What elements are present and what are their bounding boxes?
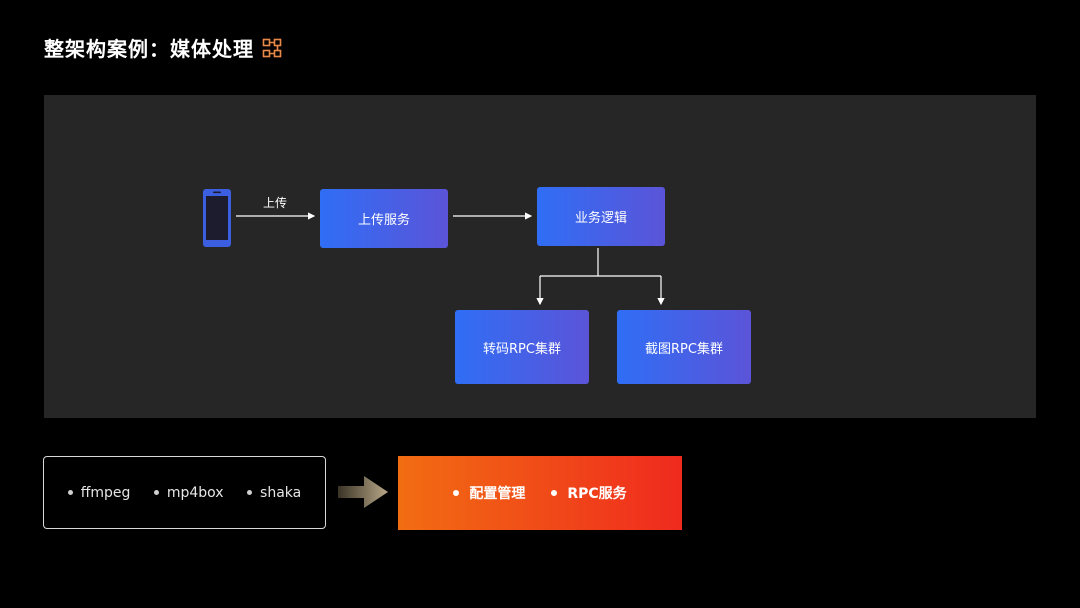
diagram-connectors: [236, 212, 665, 306]
bullet-icon: [153, 490, 159, 495]
tool-label: shaka: [260, 484, 302, 501]
page-title: 整架构案例：媒体处理: [44, 33, 282, 62]
feature-item: 配置管理: [453, 483, 525, 503]
diagram-panel: 上传 上传服务 业务逻辑 转码RPC集群 截图RPC集群: [44, 95, 1036, 418]
feature-label: 配置管理: [469, 486, 526, 502]
bullet-icon: [67, 490, 73, 495]
upload-service-node: 上传服务: [320, 189, 448, 248]
flow-icon: [262, 38, 282, 58]
bullet-icon: [551, 490, 558, 496]
bullet-icon: [247, 490, 253, 495]
tool-item: shaka: [247, 485, 301, 501]
page-title-text: 整架构案例：媒体处理: [44, 37, 254, 61]
tool-item: ffmpeg: [67, 484, 131, 501]
transcode-cluster-node: 转码RPC集群: [455, 310, 589, 384]
right-arrow-icon: [338, 476, 390, 512]
business-logic-node: 业务逻辑: [537, 187, 665, 246]
feature-label: RPC服务: [567, 486, 627, 502]
bullet-icon: [453, 490, 460, 496]
tool-label: ffmpeg: [80, 484, 131, 501]
features-box: 配置管理 RPC服务: [398, 456, 682, 530]
tool-item: mp4box: [153, 484, 224, 501]
phone-icon: [202, 188, 232, 252]
tool-label: mp4box: [166, 484, 224, 501]
upload-label: 上传: [263, 196, 288, 210]
screenshot-cluster-node: 截图RPC集群: [617, 310, 751, 384]
tools-box: ffmpeg mp4box shaka: [43, 456, 326, 529]
feature-item: RPC服务: [551, 483, 627, 503]
